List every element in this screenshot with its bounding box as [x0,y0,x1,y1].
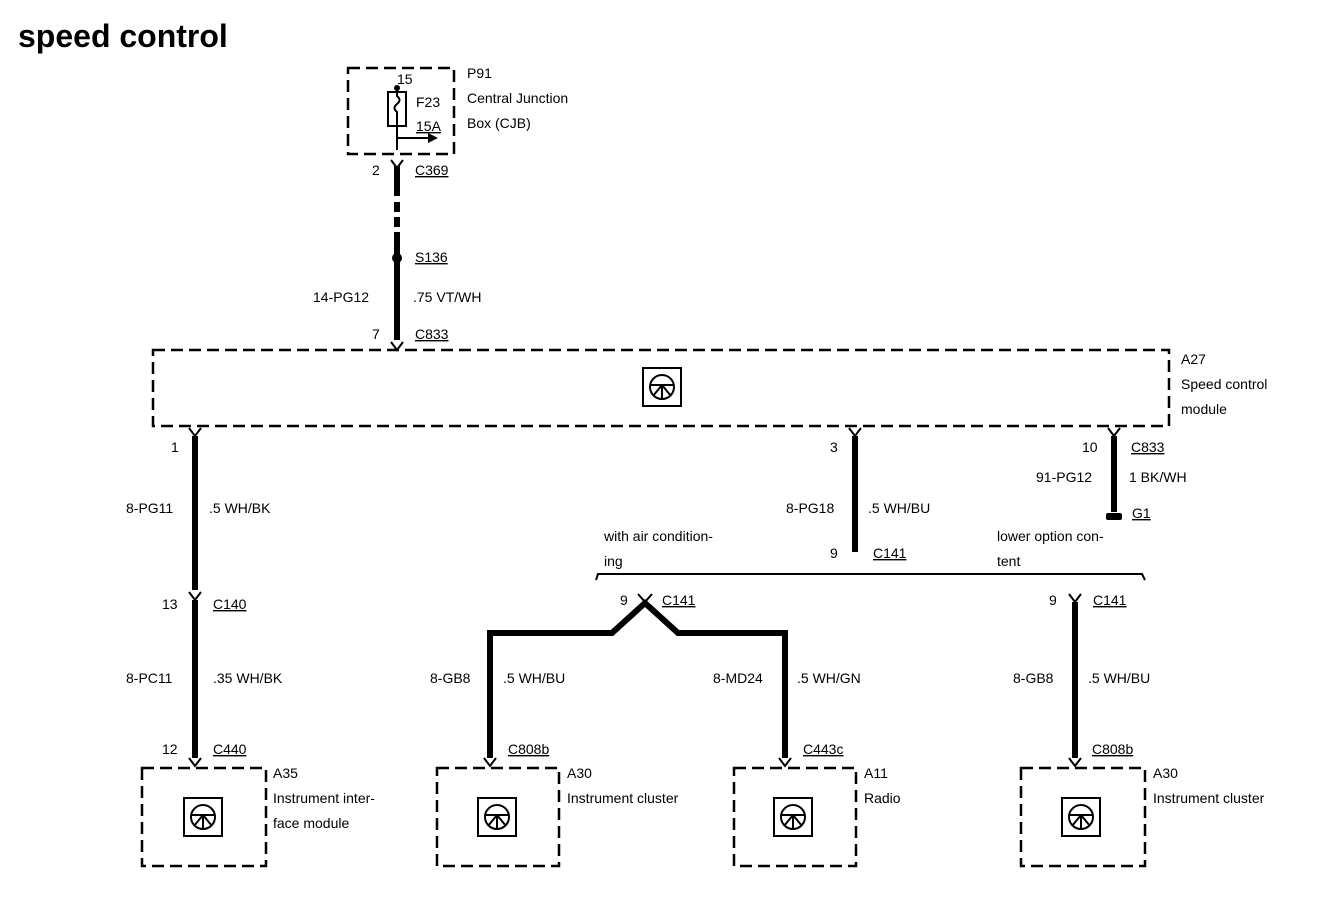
scm-name-line2: module [1181,401,1227,417]
ground-icon [1106,513,1122,520]
out10-spec: 1 BK/WH [1129,469,1187,485]
a30-right-box [1019,766,1147,868]
c141-right-pin: 9 [1049,592,1057,608]
out1-pin: 1 [171,439,179,455]
option-left-line2: ing [604,553,623,569]
out3-pin: 3 [830,439,838,455]
fuse-icon [387,88,407,127]
a35-name-line1: Instrument inter- [273,790,375,806]
c808b-right-label: C808b [1092,741,1133,757]
option-bracket [595,573,1146,581]
cjb-pin-15: 15 [397,71,413,87]
cjb-name-line2: Box (CJB) [467,115,531,131]
c141-right-label: C141 [1093,592,1127,608]
c443c-label: C443c [803,741,843,757]
wire-main-circuit: 14-PG12 [313,289,369,305]
c369-label: C369 [415,162,449,178]
speed-control-module-box [151,348,1171,428]
wire-gb8-left-spec: .5 WH/BU [503,670,565,686]
a30-left-name: Instrument cluster [567,790,679,806]
a30-left-box [435,766,561,868]
c141-left-label: C141 [662,592,696,608]
fuse-label: F23 [416,94,440,110]
ground-label: G1 [1132,505,1151,521]
cjb-name-line1: Central Junction [467,90,568,106]
wire-main-spec: .75 VT/WH [413,289,481,305]
c141-left-pin: 9 [620,592,628,608]
option-right-line1: lower option con- [997,528,1104,544]
steering-wheel-icon [1061,797,1101,837]
splice-dot-icon [392,253,402,263]
out3-c141: C141 [873,545,907,561]
a30-left-id: A30 [567,765,592,781]
c808b-left-label: C808b [508,741,549,757]
scm-name-line1: Speed control [1181,376,1267,392]
out10-circuit: 91-PG12 [1036,469,1092,485]
c833-in-pin: 7 [372,326,380,342]
steering-wheel-icon [477,797,517,837]
out10-pin: 10 [1082,439,1098,455]
cjb-id: P91 [467,65,492,81]
c440-pin: 12 [162,741,178,757]
c140-pin: 13 [162,596,178,612]
wire-pc11-spec: .35 WH/BK [213,670,283,686]
a11-name: Radio [864,790,901,806]
wire-gb8-right-spec: .5 WH/BU [1088,670,1150,686]
scm-id: A27 [1181,351,1206,367]
ac-branch-wire [487,598,788,758]
option-left-line1: with air condition- [603,528,713,544]
a11-id: A11 [864,765,888,781]
fuse-amps: 15A [416,118,442,134]
c369-pin: 2 [372,162,380,178]
option-right-line2: tent [997,553,1020,569]
a35-id: A35 [273,765,298,781]
steering-wheel-icon [642,367,682,407]
steering-wheel-icon [183,797,223,837]
a30-right-name: Instrument cluster [1153,790,1265,806]
c833-in-label: C833 [415,326,449,342]
diagram-title: speed control [18,18,228,54]
wire-md24-circuit: 8-MD24 [713,670,763,686]
a35-name-line2: face module [273,815,349,831]
c140-label: C140 [213,596,247,612]
wire-gb8-left-circuit: 8-GB8 [430,670,471,686]
steering-wheel-icon [773,797,813,837]
arrow-icon [428,133,438,143]
cjb-box [346,66,456,156]
out3-spec: .5 WH/BU [868,500,930,516]
out1-spec: .5 WH/BK [209,500,271,516]
s136-label: S136 [415,249,448,265]
out10-conn: C833 [1131,439,1165,455]
wire-gb8-right-circuit: 8-GB8 [1013,670,1054,686]
a11-box [732,766,858,868]
a35-box [140,766,268,868]
out3-circuit: 8-PG18 [786,500,834,516]
out3-pin2: 9 [830,545,838,561]
wire-pc11-circuit: 8-PC11 [126,670,173,686]
a30-right-id: A30 [1153,765,1178,781]
wire-md24-spec: .5 WH/GN [797,670,861,686]
c440-label: C440 [213,741,247,757]
out1-circuit: 8-PG11 [126,500,173,516]
